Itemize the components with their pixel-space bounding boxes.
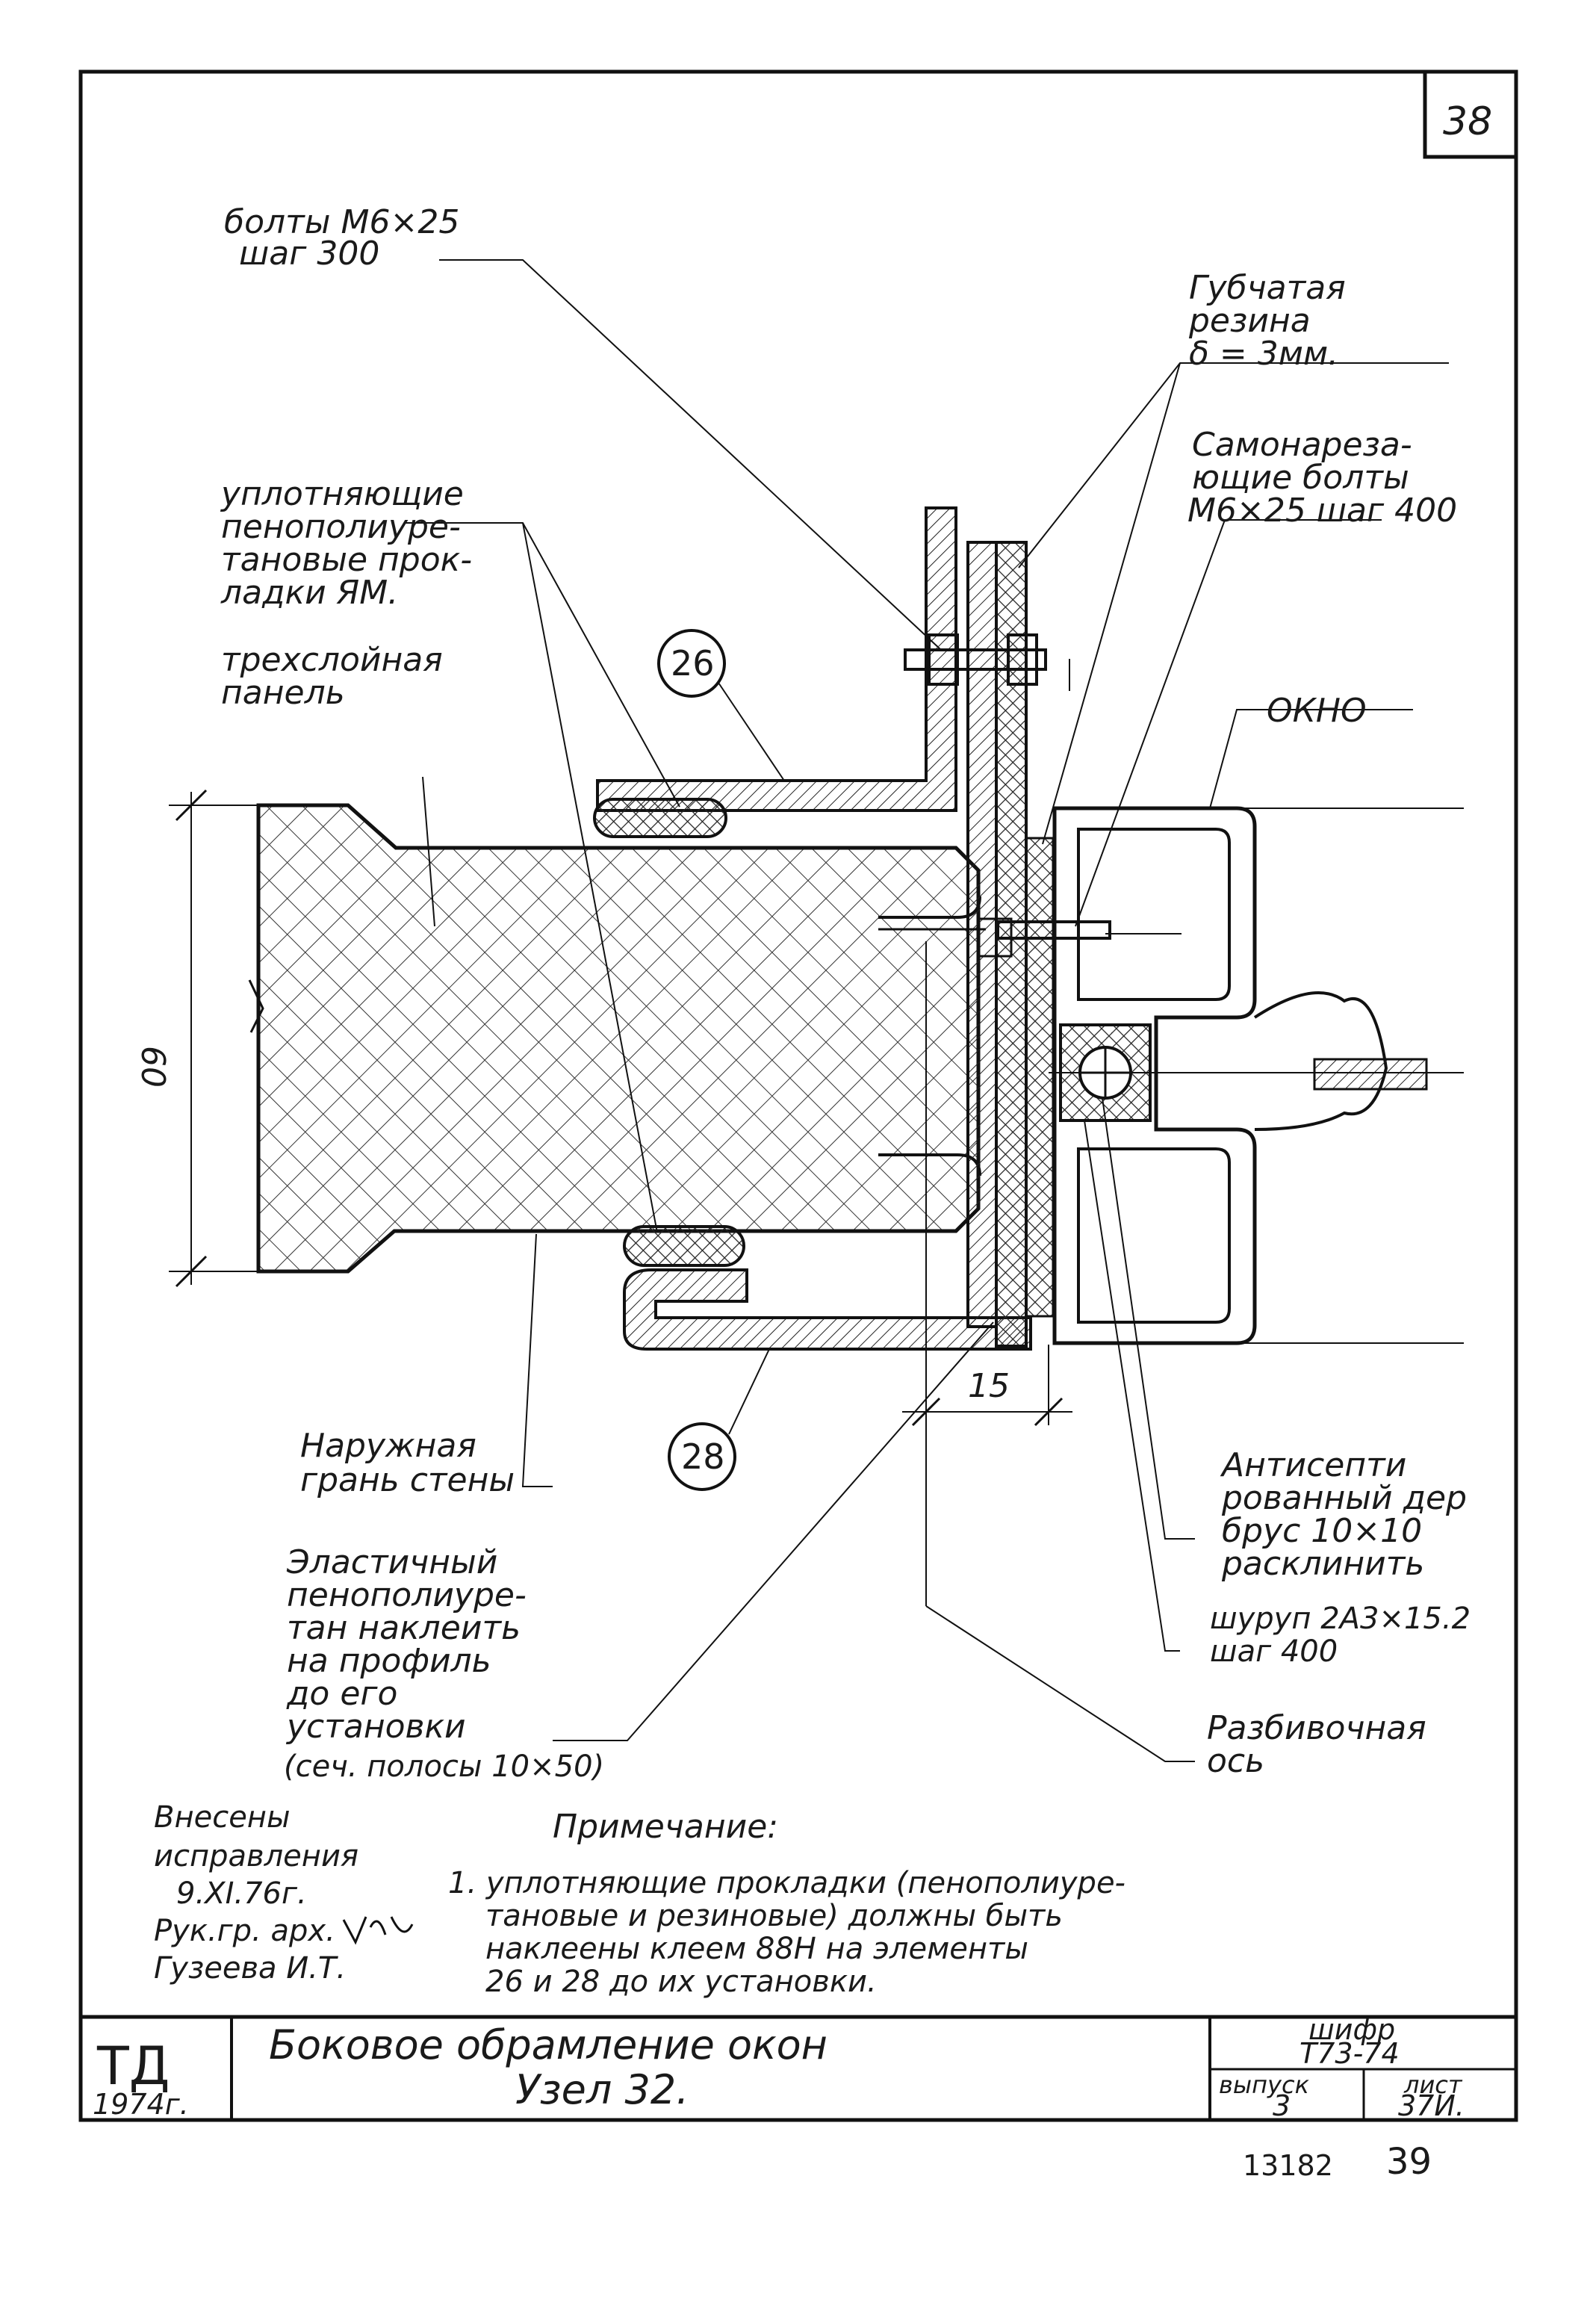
title-block-cipher-label: шифр bbox=[1308, 2013, 1395, 2046]
title-block-title-2: Узел 32. bbox=[515, 2066, 689, 2113]
elastic-foam-strip bbox=[1025, 837, 1055, 1318]
page-number-box bbox=[1423, 69, 1518, 159]
callout-26: 26 bbox=[671, 643, 715, 684]
title-block-issue-value: 3 bbox=[1273, 2089, 1291, 2122]
label-window: ОКНО bbox=[1267, 692, 1367, 730]
page-number: 38 bbox=[1443, 99, 1492, 144]
label-marking-axis: Разбивочная ось bbox=[1207, 1709, 1437, 1780]
gasket-lower bbox=[623, 1225, 745, 1267]
title-block-sheet-label: лист bbox=[1403, 2071, 1463, 2099]
dimension-15 bbox=[902, 1345, 1072, 1427]
sandwich-panel bbox=[256, 803, 981, 1274]
dimension-60-label: 60 bbox=[134, 1046, 172, 1088]
callout-26-leader bbox=[718, 682, 785, 781]
sheet-frame bbox=[78, 69, 1518, 2122]
label-elastic-foam: Эластичный пенополиуре- тан наклеить на … bbox=[285, 1543, 537, 1746]
title-block-year: 1974г. bbox=[93, 2088, 189, 2121]
title-block-issue-label: выпуск bbox=[1219, 2071, 1310, 2099]
label-self-tapping-bolts: Самонареза- ющие болты М6×25 шаг 400 bbox=[1187, 426, 1457, 530]
title-block bbox=[81, 2015, 1516, 2120]
corrections: Внесены исправления 9.XI.76г. Рук.гр. ар… bbox=[154, 1800, 368, 1986]
label-strip-section: (сеч. полосы 10×50) bbox=[284, 1749, 604, 1784]
label-outer-face: Наружная грань стены bbox=[300, 1427, 515, 1499]
callout-28: 28 bbox=[681, 1436, 725, 1477]
leader-lines bbox=[405, 259, 1449, 1762]
callout-28-leader bbox=[728, 1348, 770, 1435]
callout-26-circle bbox=[657, 629, 726, 698]
gasket-upper bbox=[593, 798, 727, 838]
dimension-60 bbox=[169, 789, 258, 1288]
dimension-15-label: 15 bbox=[968, 1367, 1010, 1405]
title-block-org: ТД bbox=[96, 2036, 170, 2097]
label-antiseptic-bar: Антисепти рованный дер брус 10×10 раскли… bbox=[1220, 1446, 1477, 1583]
title-block-title-1: Боковое обрамление окон bbox=[269, 2021, 828, 2068]
title-block-cipher-value: Т73-74 bbox=[1300, 2037, 1400, 2070]
label-sponge-rubber: Губчатая резина δ = 3мм. bbox=[1188, 269, 1356, 373]
note-body: 1. уплотняющие прокладки (пенополиуре- т… bbox=[448, 1866, 1135, 1999]
profile-26 bbox=[596, 506, 957, 812]
label-sealing-gaskets: уплотняющие пенополиуре- тановые прок- л… bbox=[220, 475, 482, 612]
note-heading: Примечание: bbox=[553, 1808, 778, 1846]
panel-end-break bbox=[248, 979, 264, 1033]
archive-code: 13182 bbox=[1243, 2149, 1333, 2182]
bolt-m6 bbox=[904, 633, 1047, 686]
signature bbox=[342, 1916, 414, 1945]
profile-28 bbox=[623, 1268, 1032, 1351]
archive-page: 39 bbox=[1386, 2141, 1432, 2183]
label-screw: шуруп 2А3×15.2 шаг 400 bbox=[1210, 1602, 1480, 1669]
callout-28-circle bbox=[668, 1422, 736, 1491]
label-sandwich-panel: трехслойная панель bbox=[221, 641, 453, 712]
title-block-sheet-value: 37И. bbox=[1398, 2089, 1465, 2122]
window-frame bbox=[1052, 806, 1428, 1345]
vertical-plate bbox=[966, 541, 998, 1328]
label-bolts: болты М6×25 шаг 300 bbox=[224, 203, 470, 273]
